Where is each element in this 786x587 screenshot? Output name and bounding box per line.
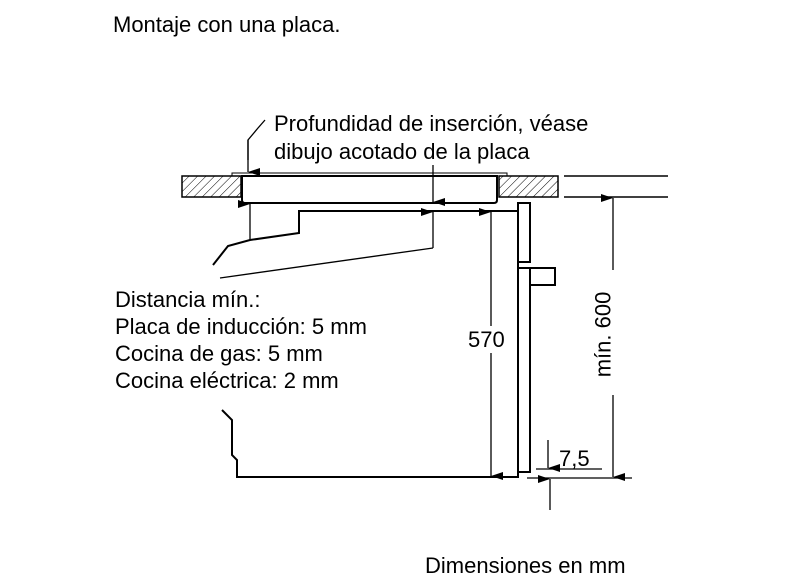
min-distance-gas: Cocina de gas: 5 mm xyxy=(115,341,323,366)
insertion-note-line-1: Profundidad de inserción, véase xyxy=(274,111,589,136)
hob xyxy=(231,172,508,204)
dimension-570: 570 xyxy=(468,326,505,353)
dimension-7-5: 7,5 xyxy=(559,446,590,471)
units-note: Dimensiones en mm xyxy=(425,553,626,578)
min-distance-induction: Placa de inducción: 5 mm xyxy=(115,314,367,339)
drawing-title: Montaje con una placa. xyxy=(113,12,341,37)
insertion-note-line-2: dibujo acotado de la placa xyxy=(274,139,530,164)
oven xyxy=(212,202,556,478)
min-distance-electric: Cocina eléctrica: 2 mm xyxy=(115,368,339,393)
dimension-lines xyxy=(219,119,632,510)
countertop xyxy=(181,175,668,198)
dimension-min-600: mín. 600 xyxy=(589,291,617,378)
min-distance-heading: Distancia mín.: xyxy=(115,287,261,312)
